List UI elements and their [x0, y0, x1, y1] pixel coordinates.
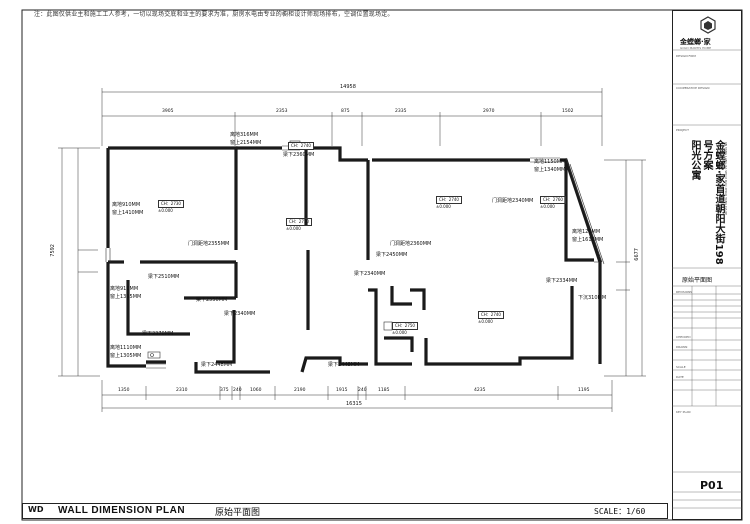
ch-tag-4: CH：2760±0.000: [540, 196, 566, 209]
dim-overall-right: 6677: [634, 248, 640, 261]
company-logo-icon: [700, 16, 716, 34]
side-dimension-lines: [58, 147, 646, 377]
company-name: 金螳螂·家: [680, 38, 711, 46]
bottom-dim-7: 240: [358, 388, 367, 393]
tb-label-project: PROJECT: [676, 128, 689, 132]
fixtures: [147, 140, 393, 359]
title-block-grid: [672, 49, 742, 509]
plan-label-24: 梁下2448MM: [201, 362, 233, 368]
plan-label-5: 离地910MM: [112, 202, 141, 208]
title-block: [672, 10, 742, 520]
drawing-code: WD: [28, 505, 44, 514]
bottom-dim-2: 375: [220, 388, 229, 393]
tb-label-key-plan: KEY PLAN: [676, 410, 691, 414]
ch-tag-2: CH：2710±0.000: [286, 218, 312, 231]
title-bar: [22, 503, 668, 519]
ch-tag-3: CH：2740±0.000: [436, 196, 462, 209]
tb-label-revisions: REVISIONS: [676, 290, 693, 294]
bottom-dim-0: 1350: [118, 388, 130, 393]
bottom-dimension-lines: [101, 380, 613, 412]
company-subtitle: GOLD MANTIS HOME: [680, 46, 712, 50]
ch-tag-1: CH：2730±0.000: [158, 200, 184, 213]
drawing-title-cn: 原始平面图: [215, 508, 261, 518]
dim-overall-left: 7592: [50, 244, 56, 257]
plan-label-19: 梁下2550MM: [196, 297, 228, 303]
plan-label-20: 梁下2340MM: [224, 311, 256, 317]
tb-label-date: DATE: [676, 375, 684, 379]
bottom-dim-10: 1195: [578, 388, 590, 393]
bottom-dim-5: 2190: [294, 388, 306, 393]
dim-overall-top: 14958: [340, 84, 356, 90]
plan-label-3: 离地1150MM: [534, 159, 566, 165]
top-dim-2: 875: [341, 109, 350, 114]
plan-label-10: 门洞距地2355MM: [188, 241, 230, 247]
project-name: 金螳螂·家首道朝阳大街198号方案阳光公寓: [689, 140, 724, 265]
plan-label-23: 窗上1305MM: [110, 353, 142, 359]
plan-label-16: 梁下2510MM: [148, 274, 180, 280]
general-note: 注：此图仅供业主和施工工人参考，一切以现场交底和业主的要求为准，厨房水电由专业的…: [34, 11, 394, 18]
ch-tag-0: CH：2740: [288, 142, 314, 150]
plan-label-22: 离地1110MM: [110, 345, 142, 351]
window-lines: [105, 145, 605, 369]
plan-label-13: 梁下2340MM: [354, 271, 386, 277]
top-dim-0: 3905: [162, 109, 174, 114]
project-name-en: JIN TANG LANG JIA SHOU DAO ZHAO YANG DA …: [724, 142, 728, 216]
plan-label-0: 离地316MM: [230, 132, 259, 138]
plan-label-17: 离地910MM: [110, 286, 139, 292]
plan-label-2: 梁下2360MM: [283, 152, 315, 158]
tb-label-design-firm: DESIGN FIRM: [676, 54, 696, 58]
bottom-dim-4: 1060: [250, 388, 262, 393]
sheet-number: P01: [700, 479, 724, 492]
bottom-dim-9: 4235: [474, 388, 486, 393]
plan-label-8: 离地120MM: [572, 229, 601, 235]
top-dimension-lines: [101, 88, 603, 146]
plan-label-9: 窗上1610MM: [572, 237, 604, 243]
top-dim-4: 2970: [483, 109, 495, 114]
bottom-dim-6: 1915: [336, 388, 348, 393]
tb-label-cooperative: COOPERATIVE DESIGN: [676, 86, 710, 90]
plan-label-25: 梁下2448MM: [328, 362, 360, 368]
tb-label-drawn: DRAWN: [676, 345, 688, 349]
top-dim-3: 2335: [395, 109, 407, 114]
dim-overall-bottom: 16315: [346, 401, 362, 407]
drawing-scale: SCALE：1/60: [594, 507, 646, 516]
top-dim-1: 2353: [276, 109, 288, 114]
ch-tag-6: CH：2740±0.000: [478, 311, 504, 324]
plan-label-15: 下沉310MM: [578, 295, 607, 301]
tb-label-scale: SCALE: [676, 365, 686, 369]
drawing-title-en: WALL DIMENSION PLAN: [58, 505, 186, 516]
tb-drawing-name: 原始平面图: [682, 277, 713, 284]
bottom-dim-1: 2310: [176, 388, 188, 393]
plan-label-6: 窗上1410MM: [112, 210, 144, 216]
tb-label-checked: CHECKED: [676, 335, 691, 339]
plan-label-14: 梁下2334MM: [546, 278, 578, 284]
plan-label-7: 门洞距地2340MM: [492, 198, 534, 204]
ch-tag-5: CH：2750±0.000: [392, 322, 418, 335]
bottom-dim-3: 240: [233, 388, 242, 393]
plan-label-18: 窗上1395MM: [110, 294, 142, 300]
bottom-dim-8: 1185: [378, 388, 390, 393]
plan-label-12: 梁下2450MM: [376, 252, 408, 258]
plan-label-21: 梁下2370MM: [142, 331, 174, 337]
top-dim-5: 1502: [562, 109, 574, 114]
walls: [106, 146, 602, 374]
plan-label-4: 窗上1340MM: [534, 167, 566, 173]
plan-label-1: 窗上2154MM: [230, 140, 262, 146]
sheet-border: [21, 9, 743, 521]
plan-label-11: 门洞距地2360MM: [390, 241, 432, 247]
